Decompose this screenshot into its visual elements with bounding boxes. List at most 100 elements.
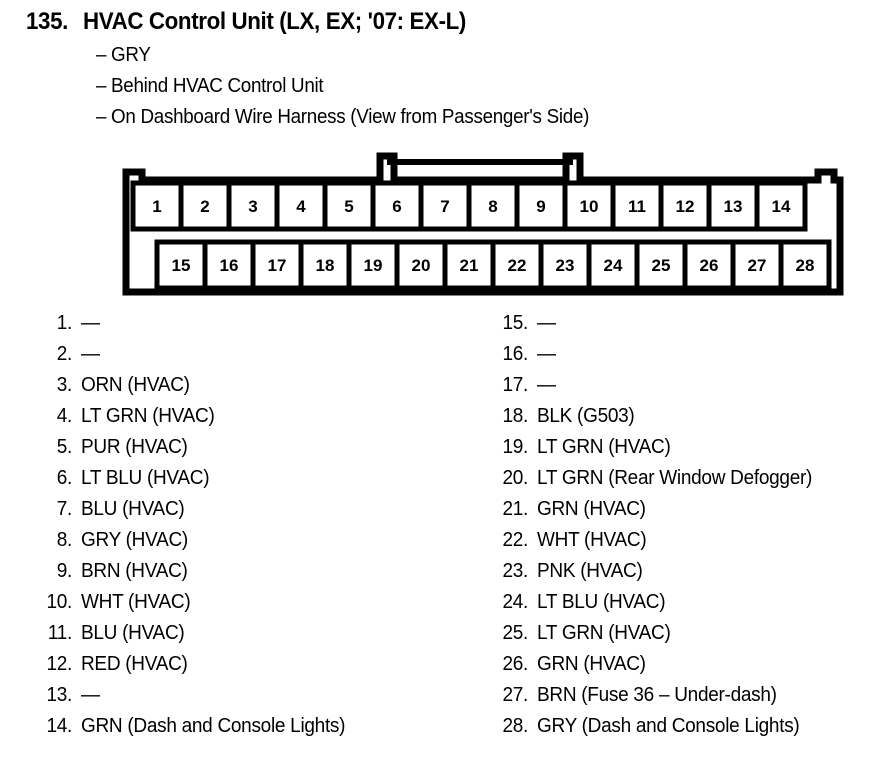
pin-list-item-description: LT BLU (HVAC) bbox=[537, 591, 666, 613]
pin-list-item: 12. RED (HVAC) bbox=[36, 653, 359, 684]
connector-pin-number: 15 bbox=[172, 256, 191, 275]
connector-pin-number: 12 bbox=[676, 197, 695, 216]
connector-pin-number: 9 bbox=[536, 197, 545, 216]
pin-list-item-description: ORN (HVAC) bbox=[81, 374, 190, 396]
title-text: HVAC Control Unit (LX, EX; '07: EX-L) bbox=[83, 8, 467, 35]
connector-pin-number: 25 bbox=[652, 256, 671, 275]
item-number: 135. bbox=[26, 8, 68, 35]
pin-list-item: 16.— bbox=[492, 343, 827, 374]
connector-pin-number: 22 bbox=[508, 256, 527, 275]
connector-pin-number: 27 bbox=[748, 256, 767, 275]
pin-list-item: 1.— bbox=[36, 312, 359, 343]
subtitle-label-1: Behind HVAC Control Unit bbox=[111, 75, 324, 97]
pin-list-item-description: — bbox=[537, 343, 556, 365]
pin-list-item-index: 26. bbox=[502, 653, 528, 675]
pin-list-item: 20. LT GRN (Rear Window Defogger) bbox=[492, 467, 827, 498]
pin-list-item-description: LT GRN (HVAC) bbox=[537, 436, 671, 458]
connector-pin-number: 10 bbox=[580, 197, 599, 216]
connector-pin-number: 16 bbox=[220, 256, 239, 275]
connector-pin-cell bbox=[730, 239, 784, 291]
connector-pin-number: 1 bbox=[152, 197, 161, 216]
pin-list-item-index: 23. bbox=[502, 560, 528, 582]
connector-pin-number: 28 bbox=[796, 256, 815, 275]
pin-list-item: 28. GRY (Dash and Console Lights) bbox=[492, 715, 827, 746]
bullet-dash-icon: – bbox=[96, 44, 107, 66]
connector-pin-number: 2 bbox=[200, 197, 209, 216]
connector-pin-number: 17 bbox=[268, 256, 287, 275]
pin-list-item: 24.LT BLU (HVAC) bbox=[492, 591, 827, 622]
pin-list-item-index: 2. bbox=[56, 343, 73, 365]
pin-list-item: 3. ORN (HVAC) bbox=[36, 374, 359, 405]
connector-pin-cell bbox=[394, 239, 448, 291]
pin-list-item-index: 20. bbox=[502, 467, 528, 489]
pin-list-item-index: 5. bbox=[56, 436, 73, 458]
pin-list-item: 17.— bbox=[492, 374, 827, 405]
pin-list-item: 26.GRN (HVAC) bbox=[492, 653, 827, 684]
pin-list-item-description: BLK (G503) bbox=[537, 405, 635, 427]
pin-list-item-description: PUR (HVAC) bbox=[81, 436, 188, 458]
connector-pin-number: 4 bbox=[296, 197, 306, 216]
pin-list-item-description: WHT (HVAC) bbox=[537, 529, 647, 551]
connector-pin-number: 24 bbox=[604, 256, 623, 275]
pin-list-item: 25. LT GRN (HVAC) bbox=[492, 622, 827, 653]
pin-list-item-description: — bbox=[81, 312, 100, 334]
pin-list-item: 18. BLK (G503) bbox=[492, 405, 827, 436]
pin-list-item-index: 28. bbox=[502, 715, 528, 737]
pin-list-item-description: GRY (HVAC) bbox=[81, 529, 188, 551]
pin-list-item-index: 11. bbox=[47, 622, 72, 644]
connector-pin-cell bbox=[706, 180, 760, 232]
subtitle-line-harness: –On Dashboard Wire Harness (View from Pa… bbox=[96, 106, 589, 129]
connector-pin-number: 23 bbox=[556, 256, 575, 275]
pin-list-item-index: 21. bbox=[502, 498, 528, 520]
pin-list-item: 11. BLU (HVAC) bbox=[36, 622, 359, 653]
subtitle-line-location: –Behind HVAC Control Unit bbox=[96, 75, 324, 98]
connector-pin-number: 5 bbox=[344, 197, 353, 216]
pin-list-item: 5. PUR (HVAC) bbox=[36, 436, 359, 467]
pin-list-item-index: 27. bbox=[502, 684, 528, 706]
pin-list-item: 10. WHT (HVAC) bbox=[36, 591, 359, 622]
pin-list-item-index: 10. bbox=[46, 591, 72, 613]
connector-pin-cell bbox=[754, 180, 808, 232]
pin-list-item: 4.LT GRN (HVAC) bbox=[36, 405, 359, 436]
bullet-dash-icon: – bbox=[96, 75, 107, 97]
pin-list-item-description: LT GRN (HVAC) bbox=[81, 405, 215, 427]
pin-list-item: 9. BRN (HVAC) bbox=[36, 560, 359, 591]
subtitle-line-connector-color: –GRY bbox=[96, 44, 151, 67]
connector-pin-number: 11 bbox=[628, 197, 646, 216]
pin-list-item-description: — bbox=[81, 343, 100, 365]
pin-list-item-description: LT GRN (Rear Window Defogger) bbox=[537, 467, 813, 489]
pin-list-item-description: GRY (Dash and Console Lights) bbox=[537, 715, 800, 737]
pin-list-item-description: LT BLU (HVAC) bbox=[81, 467, 210, 489]
pin-list-item-index: 14. bbox=[46, 715, 72, 737]
pin-list-item-index: 22. bbox=[502, 529, 528, 551]
pin-list-item-description: WHT (HVAC) bbox=[81, 591, 191, 613]
connector-pin-cell bbox=[610, 180, 664, 232]
pin-list-item-index: 19. bbox=[502, 436, 528, 458]
pin-list-item-description: GRN (HVAC) bbox=[537, 498, 646, 520]
pin-list-item-index: 3. bbox=[56, 374, 73, 396]
pin-list-item: 13. — bbox=[36, 684, 359, 715]
pin-list-item-index: 18. bbox=[502, 405, 528, 427]
pin-list-item: 21. GRN (HVAC) bbox=[492, 498, 827, 529]
pin-list-item-index: 8. bbox=[56, 529, 73, 551]
pin-list-item-index: 12. bbox=[46, 653, 72, 675]
pin-list-item-description: RED (HVAC) bbox=[81, 653, 188, 675]
pin-list-item-index: 9. bbox=[56, 560, 73, 582]
pin-list-item-description: PNK (HVAC) bbox=[537, 560, 643, 582]
pin-list-item-description: BRN (HVAC) bbox=[81, 560, 188, 582]
pin-list-item-index: 13. bbox=[46, 684, 72, 706]
pin-list-item-index: 25. bbox=[502, 622, 528, 644]
pin-list-item-description: LT GRN (HVAC) bbox=[537, 622, 671, 644]
page-title: 135. HVAC Control Unit (LX, EX; '07: EX-… bbox=[26, 8, 495, 36]
pin-list-item-description: — bbox=[81, 684, 100, 706]
pin-list-item: 14.GRN (Dash and Console Lights) bbox=[36, 715, 359, 746]
connector-pin-number: 18 bbox=[316, 256, 335, 275]
pin-list-item-description: BLU (HVAC) bbox=[81, 622, 185, 644]
pin-list-item: 23. PNK (HVAC) bbox=[492, 560, 827, 591]
pin-list-item-description: — bbox=[537, 312, 556, 334]
subtitle-label-2: On Dashboard Wire Harness (View from Pas… bbox=[111, 106, 590, 128]
pin-list-item: 8. GRY (HVAC) bbox=[36, 529, 359, 560]
connector-pin-number: 8 bbox=[488, 197, 497, 216]
